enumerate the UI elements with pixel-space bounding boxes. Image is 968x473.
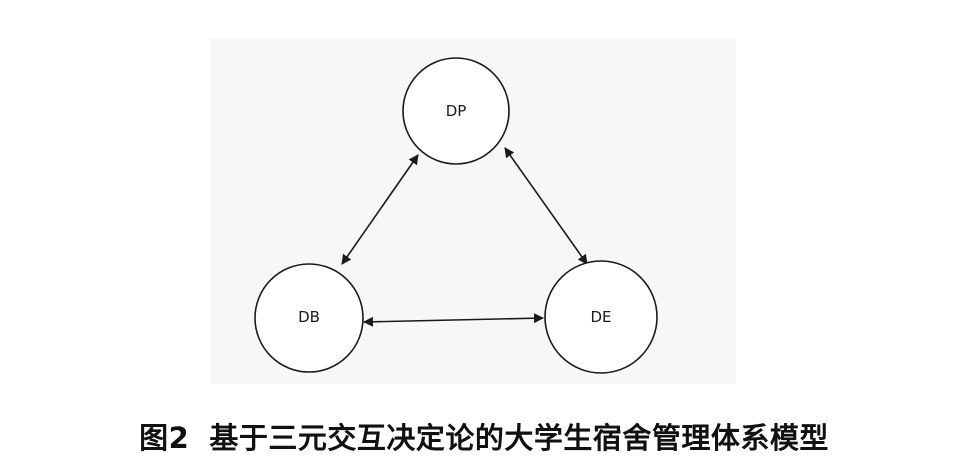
edge-dp-de (504, 147, 588, 265)
edge-dp-db (341, 154, 419, 265)
node-de: DE (544, 260, 658, 374)
node-label-db: DB (298, 308, 320, 326)
node-dp: DP (402, 57, 510, 165)
caption-number: 图2 (139, 421, 190, 455)
edge-db-de (363, 313, 544, 327)
figure-caption: 图2 基于三元交互决定论的大学生宿舍管理体系模型 (0, 415, 968, 457)
node-label-dp: DP (446, 102, 467, 120)
node-db: DB (254, 263, 364, 373)
caption-text: 基于三元交互决定论的大学生宿舍管理体系模型 (209, 421, 829, 455)
node-label-de: DE (590, 308, 611, 326)
